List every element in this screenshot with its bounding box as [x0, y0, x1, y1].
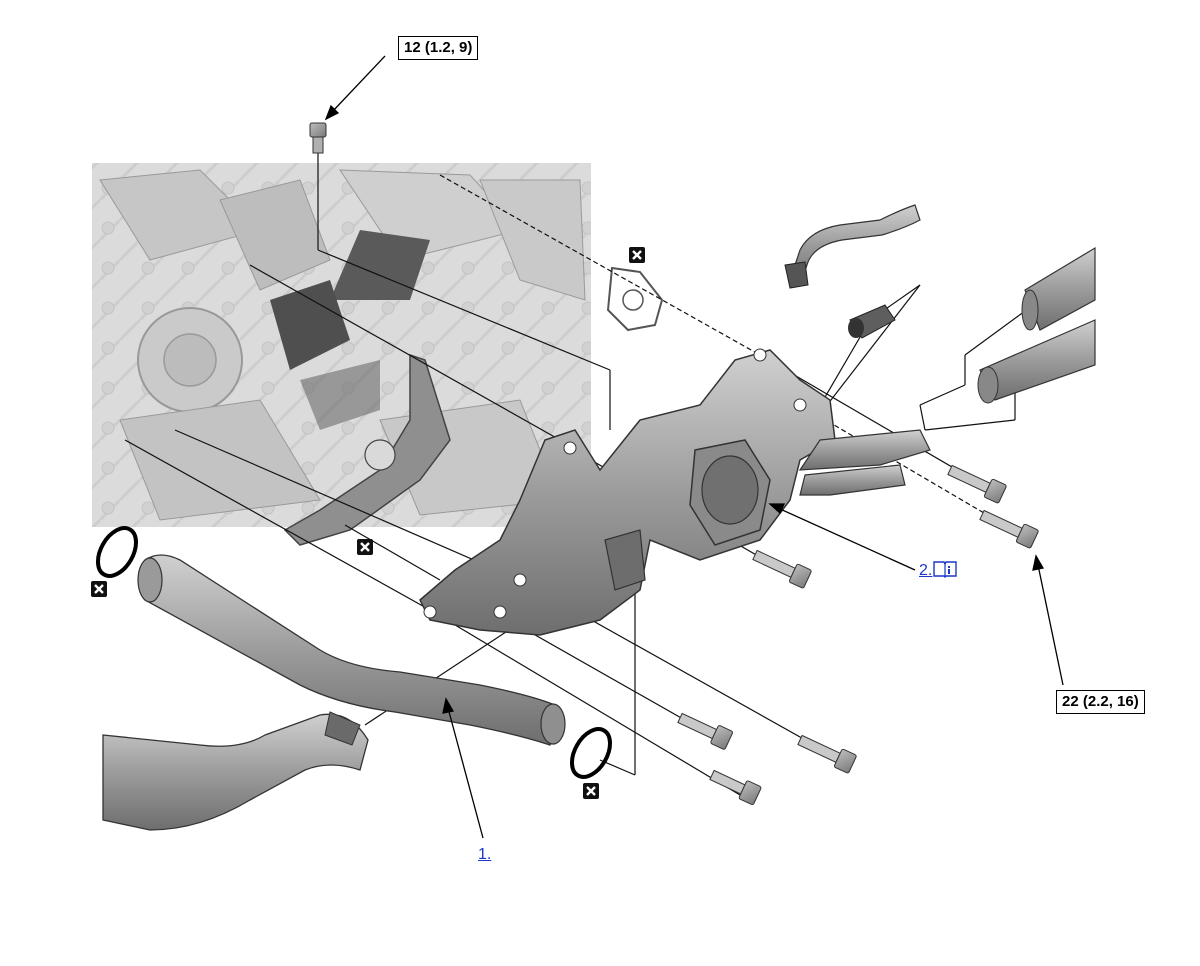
temperature-sensor	[848, 304, 896, 339]
callout-text-water-pump-housing: 2.	[919, 562, 933, 579]
torque-label-top-bolt: 12 (1.2, 9)	[398, 36, 479, 60]
right-hoses	[977, 246, 1096, 404]
housing-bolts	[677, 464, 1039, 806]
torque-label-housing-bolts: 22 (2.2, 16)	[1056, 690, 1145, 714]
callout-text-water-pipe: 1.	[478, 846, 492, 863]
replace-part-icon	[91, 581, 107, 597]
upper-hose	[784, 204, 921, 289]
replace-part-icon	[357, 539, 373, 555]
leader-arrows	[324, 55, 1064, 839]
info-book-icon	[933, 561, 958, 578]
engine-background	[92, 163, 591, 527]
water-pump-housing	[419, 348, 931, 636]
engine-gasket	[283, 353, 451, 546]
o-rings	[96, 526, 612, 779]
small-gasket	[606, 266, 664, 332]
callout-link-water-pipe[interactable]: 1.	[478, 846, 491, 864]
water-pipe	[137, 554, 566, 746]
top-bolt	[309, 122, 327, 154]
replace-part-icon	[629, 247, 645, 263]
callout-link-water-pump-housing[interactable]: 2.	[919, 560, 958, 580]
replace-part-icon	[583, 783, 599, 799]
lower-hose	[102, 711, 369, 831]
